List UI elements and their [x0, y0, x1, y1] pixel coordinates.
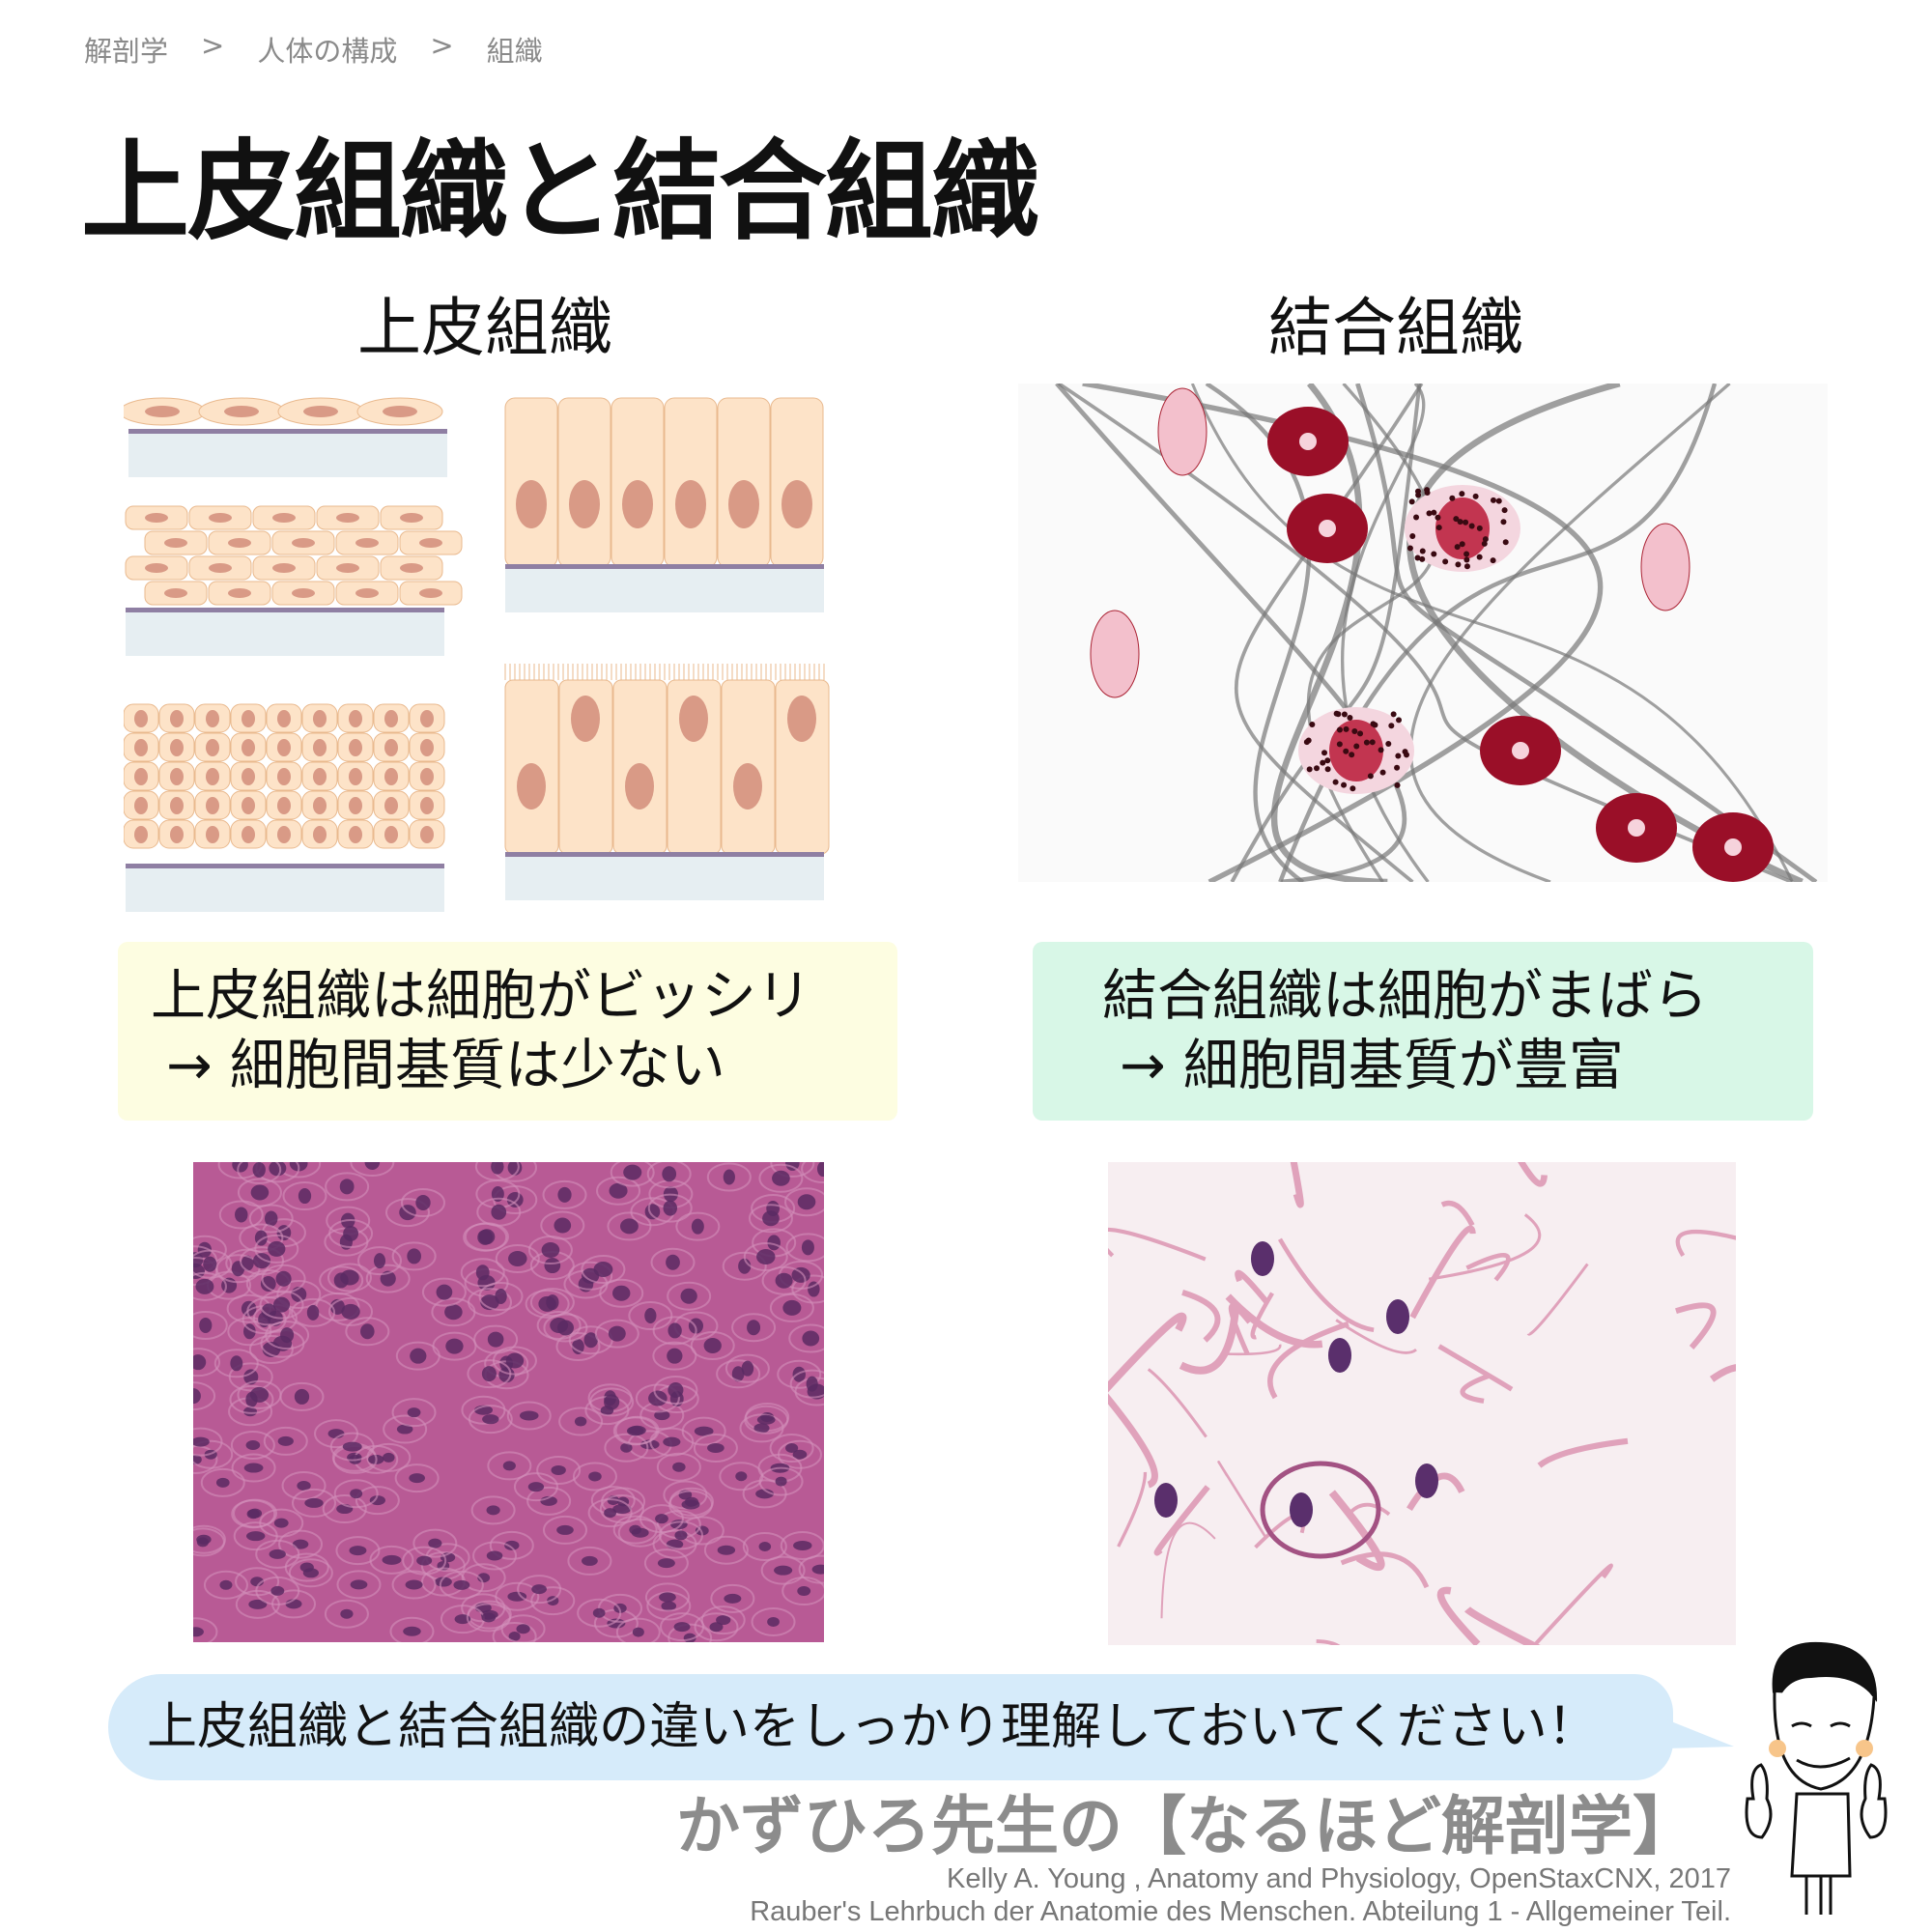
note-line: 上皮組織は細胞がビッシリ [151, 964, 811, 1028]
note-line: → 細胞間基質が豊富 [1120, 1034, 1624, 1097]
speech-bubble: 上皮組織と結合組織の違いをしっかり理解しておいてください！ [108, 1674, 1673, 1780]
note-line: → 細胞間基質は少ない [166, 1034, 725, 1097]
page-title: 上皮組織と結合組織 [81, 129, 1039, 255]
breadcrumb-item[interactable]: 人体の構成 [257, 35, 398, 68]
epithelium-micrograph [193, 1162, 824, 1642]
teacher-cartoon-icon [1745, 1641, 1888, 1915]
connective-note: 結合組織は細胞がまばら → 細胞間基質が豊富 [1033, 942, 1813, 1121]
connective-tissue-illustration [1018, 384, 1828, 882]
breadcrumb: 解剖学 > 人体の構成 > 組織 [84, 29, 543, 70]
connective-heading: 結合組織 [1268, 291, 1523, 365]
breadcrumb-separator: > [201, 29, 225, 62]
epithelial-note: 上皮組織は細胞がビッシリ → 細胞間基質は少ない [118, 942, 897, 1121]
breadcrumb-item[interactable]: 解剖学 [84, 35, 169, 68]
credit-line: Kelly A. Young , Anatomy and Physiology,… [947, 1863, 1731, 1894]
brand-logo-text: かずひろ先生の【なるほど解剖学】 [676, 1789, 1696, 1863]
credit-line: Rauber's Lehrbuch der Anatomie des Mensc… [750, 1896, 1731, 1927]
epithelial-heading: 上皮組織 [357, 291, 612, 365]
breadcrumb-item[interactable]: 組織 [486, 35, 543, 68]
epithelium-diagrams [124, 397, 830, 912]
breadcrumb-separator: > [430, 29, 454, 62]
note-line: 結合組織は細胞がまばら [1102, 964, 1708, 1028]
connective-tissue-micrograph [1108, 1162, 1736, 1645]
bubble-tail [1666, 1719, 1734, 1748]
